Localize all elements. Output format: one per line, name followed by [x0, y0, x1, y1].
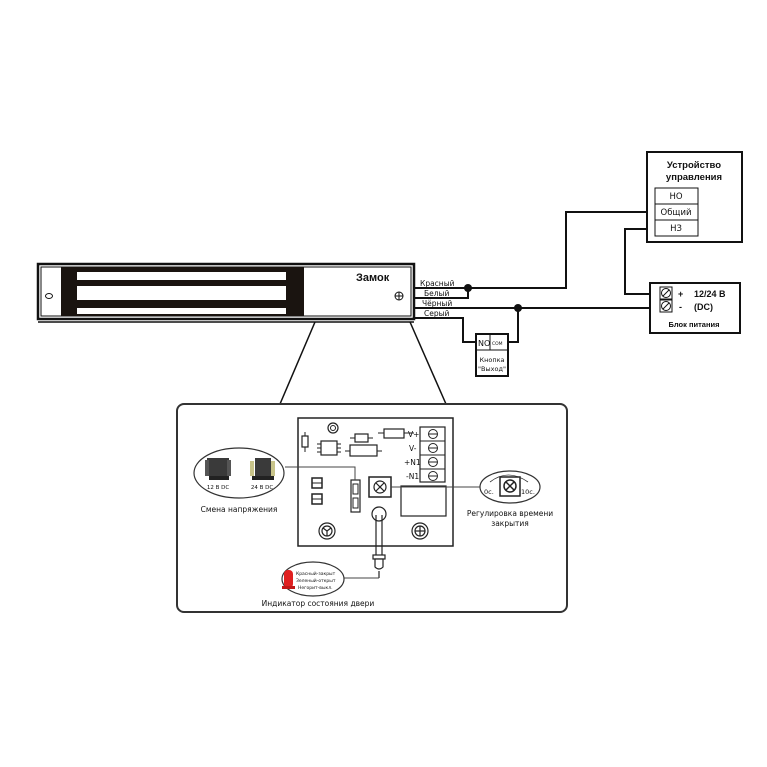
- power-dc: (DC): [694, 302, 713, 312]
- voltage-switch-callout: 12 В DC 24 В DC Смена напряжения: [193, 447, 285, 514]
- exit-button: NO COM Кнопка "Выход": [475, 333, 509, 377]
- wires: [414, 211, 660, 343]
- wire-label-black: Чёрный: [422, 299, 452, 308]
- status-led-icon: [284, 570, 293, 588]
- lock-label: Замок: [356, 272, 390, 284]
- voltage-option-12v: 12 В DC: [207, 485, 230, 491]
- wire-label-grey: Серый: [424, 309, 450, 318]
- junction-dot: [464, 284, 472, 292]
- timer-caption-2: закрытия: [491, 519, 529, 528]
- voltage-option-24v: 24 В DC: [251, 485, 274, 491]
- terminal-screw-icon: [661, 288, 671, 298]
- indicator-state-red: Красный-закрыт: [296, 570, 336, 577]
- wire-labels: Красный Белый Чёрный Серый: [420, 279, 455, 318]
- timer-callout: 0с. 10с. Регулировка времени закрытия: [467, 470, 553, 528]
- magnetic-lock: Замок: [36, 262, 416, 323]
- mount-screw-icon: [411, 522, 429, 540]
- indicator-callout: Красный-закрыт Зеленый-открыт Негорит-вы…: [262, 561, 375, 608]
- connector-line: [285, 466, 356, 480]
- exit-no-label: NO: [478, 339, 490, 348]
- board-terminal-n1plus: +N1: [404, 458, 421, 467]
- callout-line: [409, 321, 447, 405]
- timer-max: 10с.: [521, 488, 535, 496]
- terminal-screw-icon: [661, 301, 671, 311]
- power-minus: -: [679, 302, 682, 312]
- voltage-switch-caption: Смена напряжения: [201, 505, 278, 514]
- exit-com-label: COM: [492, 341, 503, 347]
- board-terminal-n1minus: -N1: [406, 472, 419, 481]
- screw-icon: [394, 291, 404, 301]
- mount-hole-icon: [45, 293, 53, 299]
- mount-screw-icon: [318, 522, 336, 540]
- power-voltage: 12/24 В: [694, 289, 726, 299]
- control-device-title-2: управления: [666, 172, 722, 183]
- callout-line: [279, 321, 316, 405]
- board-terminal-screw-icon: [428, 429, 438, 481]
- control-board: V+ V- +N1 -N1: [297, 417, 454, 547]
- terminal-no: НО: [669, 192, 682, 202]
- timer-caption-1: Регулировка времени: [467, 509, 553, 518]
- exit-button-label-1: Кнопка: [479, 356, 504, 364]
- board-terminal-vminus: V-: [409, 444, 417, 453]
- junction-dot: [514, 304, 522, 312]
- terminal-nc: НЗ: [670, 224, 682, 234]
- power-supply-title: Блок питания: [669, 320, 720, 329]
- relay: [400, 485, 447, 517]
- timer-min: 0с.: [484, 488, 494, 496]
- indicator-state-green: Зеленый-открыт: [296, 577, 336, 584]
- control-device: Устройство управления НО Общий НЗ: [646, 151, 743, 243]
- power-plus: +: [678, 289, 683, 299]
- indicator-state-off: Негорит-выкл.: [298, 585, 333, 591]
- terminal-common: Общий: [661, 208, 692, 218]
- control-device-title-1: Устройство: [667, 160, 721, 171]
- power-supply: + - 12/24 В (DC) Блок питания: [649, 282, 741, 334]
- led-probe: [372, 515, 386, 578]
- wire-label-red: Красный: [420, 279, 455, 288]
- board-terminal-vplus: V+: [408, 430, 419, 439]
- wire-label-white: Белый: [424, 289, 449, 298]
- indicator-caption: Индикатор состояния двери: [262, 599, 375, 608]
- exit-button-label-2: "Выход": [478, 365, 506, 373]
